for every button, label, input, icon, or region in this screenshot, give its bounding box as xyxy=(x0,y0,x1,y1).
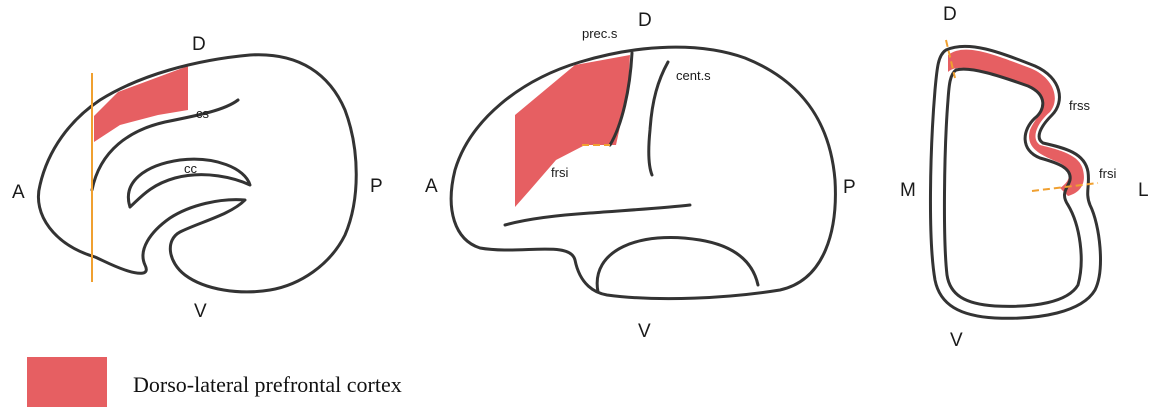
coronal-label-lateral: L xyxy=(1138,180,1149,201)
lateral-label-posterior: P xyxy=(843,177,856,198)
central-sulcus-outline xyxy=(649,62,668,175)
legend: Dorso-lateral prefrontal cortex xyxy=(27,357,402,407)
coronal-label-dorsal: D xyxy=(943,4,957,25)
lateral-dlpfc-region xyxy=(515,55,630,207)
lateral-frsi-label: frsi xyxy=(551,165,568,180)
lateral-frsi-outline xyxy=(505,205,690,225)
central-sulcus-label: cent.s xyxy=(676,68,711,83)
frss-label: frss xyxy=(1069,98,1090,113)
panel-lateral-view: D V A P prec.s cent.s frsi xyxy=(425,10,856,342)
lateral-label-ventral: V xyxy=(638,321,651,342)
coronal-frsi-label: frsi xyxy=(1099,166,1116,181)
medial-label-ventral: V xyxy=(194,301,207,322)
lateral-hemisphere-outline xyxy=(451,47,835,298)
lateral-label-dorsal: D xyxy=(638,10,652,31)
panel-medial-view: D V A P cs cc xyxy=(12,34,383,322)
medial-label-dorsal: D xyxy=(192,34,206,55)
corpus-callosum-label: cc xyxy=(184,161,198,176)
medial-label-anterior: A xyxy=(12,182,25,203)
lateral-label-anterior: A xyxy=(425,176,438,197)
coronal-label-ventral: V xyxy=(950,330,963,351)
precentral-sulcus-label: prec.s xyxy=(582,26,618,41)
legend-label: Dorso-lateral prefrontal cortex xyxy=(133,372,402,397)
coronal-dlpfc-region xyxy=(948,50,1084,196)
lateral-lower-fold-outline xyxy=(597,237,758,292)
coronal-label-medial: M xyxy=(900,180,916,201)
panel-coronal-view: D V M L frss frsi xyxy=(900,4,1149,351)
legend-swatch xyxy=(27,357,107,407)
medial-label-posterior: P xyxy=(370,176,383,197)
cingulate-sulcus-label: cs xyxy=(196,106,210,121)
